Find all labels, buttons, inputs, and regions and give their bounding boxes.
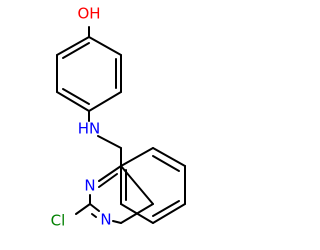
bond-c1-c2 <box>88 36 122 56</box>
bond-c4-c5-inner <box>62 88 90 105</box>
amine-linker <box>88 110 122 167</box>
bond-c6-c1 <box>56 36 90 56</box>
bond-n-ch2 <box>97 135 122 149</box>
bond-c2-n1-inner <box>91 213 97 218</box>
bond-c6-c7-inner <box>152 200 180 217</box>
structure-diagram: OH HN N N Cl <box>0 0 250 250</box>
background <box>0 0 250 250</box>
bond-c3-c4 <box>88 91 122 112</box>
bond-c4-c5 <box>56 91 90 112</box>
quinazoline-ring <box>75 147 186 224</box>
bond-c6-c1-inner <box>62 42 90 59</box>
chlorine-label: Cl <box>51 212 66 230</box>
bond-c4a-c5-inner <box>152 155 180 172</box>
bond-c4a-c5 <box>152 147 186 167</box>
bond-c4q-n3 <box>98 165 122 182</box>
bond-c2-n1 <box>89 203 100 212</box>
bond-c4q-n3-inner <box>98 173 118 188</box>
ring-nitrogen-lower: N <box>100 211 111 229</box>
ring-nitrogen-upper: N <box>84 177 95 195</box>
bond-c6-c7 <box>152 203 186 224</box>
bond-c4q-c4a <box>120 147 154 167</box>
amine-label: HN <box>78 120 101 138</box>
phenol-ring <box>56 26 122 112</box>
bond-n1-c8a <box>112 220 122 224</box>
bond-c2-cl <box>75 203 91 215</box>
molecule-drawing: OH HN N N Cl <box>0 0 250 250</box>
bond-c7-c8a <box>120 203 154 224</box>
hydroxyl-label: OH <box>77 5 100 23</box>
